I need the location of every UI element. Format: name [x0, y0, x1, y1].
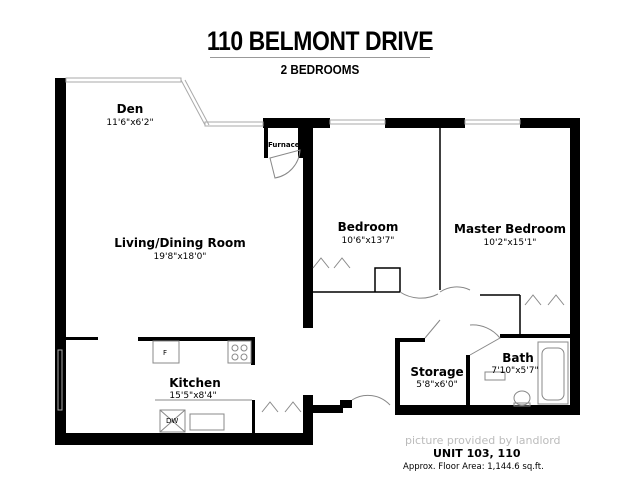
- wall-step-a: [313, 405, 343, 413]
- unit-number: UNIT 103, 110: [433, 447, 521, 460]
- room-size-bath: 7'10"x5'7": [491, 366, 539, 376]
- doors: [152, 149, 569, 433]
- wall-bottom-right: [395, 405, 580, 415]
- room-size-living-dining: 19'8"x18'0": [153, 252, 207, 262]
- room-size-storage: 5'8"x6'0": [416, 380, 458, 390]
- room-size-kitchen: 15'5"x8'4": [169, 391, 217, 401]
- dishwasher-label: DW: [166, 417, 179, 425]
- room-label-living-dining: Living/Dining Room: [114, 236, 246, 250]
- wall-step-b: [340, 400, 352, 408]
- wall-left: [55, 78, 66, 445]
- wall-living-right: [303, 118, 313, 328]
- interior-lines: [313, 128, 521, 334]
- wall-bottom-left: [55, 433, 313, 445]
- kitchen-counter-end: [251, 337, 255, 365]
- room-label-bath: Bath: [502, 351, 534, 365]
- wall-right: [570, 118, 580, 415]
- wall-top-b: [385, 118, 465, 128]
- kitchen-lower-end: [252, 400, 255, 433]
- windows: [57, 77, 521, 411]
- wall-top-c: [520, 118, 580, 128]
- room-size-master-bedroom: 10'2"x15'1": [483, 238, 537, 248]
- room-label-den: Den: [116, 102, 144, 116]
- property-title: 110 BELMONT DRIVE: [206, 26, 434, 56]
- wall-storage-left: [395, 338, 400, 413]
- room-label-kitchen: Kitchen: [169, 376, 221, 390]
- fridge-label: F: [163, 349, 168, 357]
- walls: [55, 78, 580, 445]
- wall-storage-top: [395, 338, 425, 342]
- wall-storage-right: [466, 355, 470, 410]
- floor-area: Approx. Floor Area: 1,144.6 sq.ft.: [403, 462, 544, 472]
- furnace-wall-2: [298, 128, 303, 158]
- wall-bath-top: [500, 334, 572, 338]
- title-divider: [210, 57, 430, 58]
- kitchen-partition: [66, 337, 98, 340]
- room-label-storage: Storage: [410, 365, 464, 379]
- room-label-master-bedroom: Master Bedroom: [454, 222, 566, 236]
- wall-top-a: [263, 118, 330, 128]
- photo-credit: picture provided by landlord: [405, 434, 561, 447]
- furnace-label: Furnace: [268, 141, 300, 149]
- room-size-bedroom: 10'6"x13'7": [341, 236, 395, 246]
- room-label-bedroom: Bedroom: [337, 220, 399, 234]
- furnace-wall: [264, 128, 268, 158]
- room-size-den: 11'6"x6'2": [106, 118, 154, 128]
- wall-kitchen-right: [303, 395, 313, 445]
- kitchen-counter-wall: [138, 337, 255, 341]
- bedroom-count: 2 BEDROOMS: [280, 62, 360, 77]
